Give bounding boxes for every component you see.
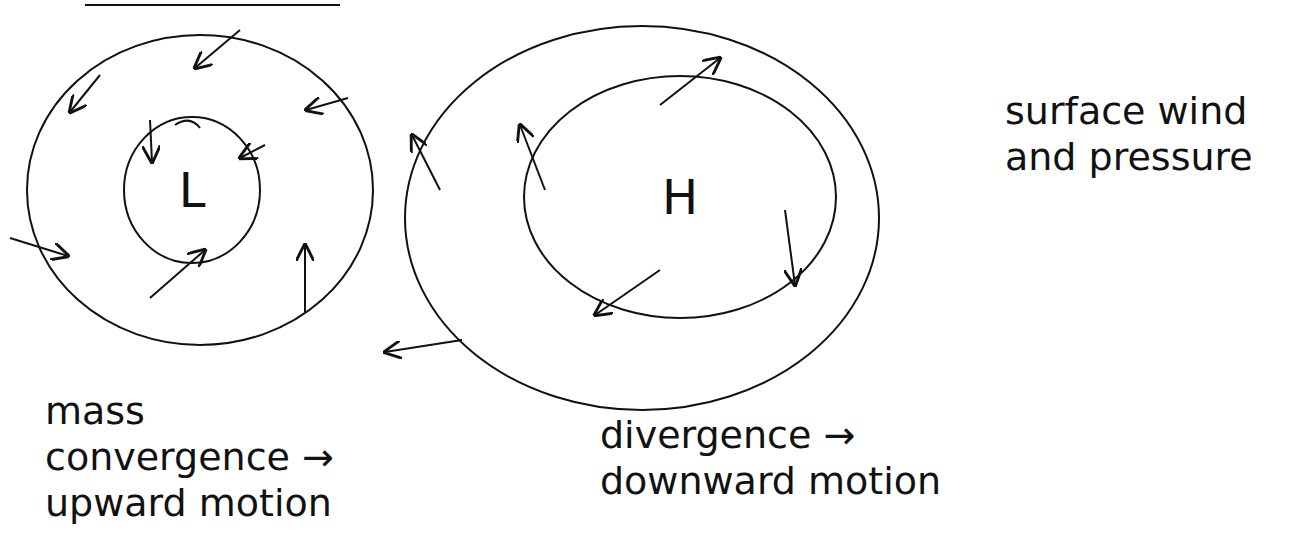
wind-arrow: [150, 250, 205, 298]
wind-arrow: [595, 270, 660, 315]
wind-arrow: [385, 340, 462, 352]
title-underline: [85, 4, 340, 6]
wind-arrow: [195, 30, 240, 68]
outer-isobar: [405, 26, 879, 410]
wind-arrow: [412, 135, 440, 190]
pressure-center-letter: H: [522, 74, 838, 320]
wind-arrow: [785, 210, 795, 285]
wind-arrow: [304, 245, 306, 312]
process-note: mass convergence → upward motion: [45, 388, 385, 526]
diagram-note: surface wind and pressure: [1005, 88, 1255, 180]
pressure-center-letter: L: [122, 115, 262, 265]
wind-curl: [175, 121, 200, 128]
isobar-center: H: [522, 74, 838, 320]
wind-arrow: [150, 120, 152, 162]
wind-arrow: [306, 98, 348, 110]
wind-arrow: [10, 238, 68, 256]
wind-arrow: [70, 75, 100, 112]
isobar-center: L: [122, 115, 262, 265]
process-note: divergence → downward motion: [600, 412, 1000, 504]
outer-isobar: [27, 35, 373, 345]
wind-arrow: [660, 58, 720, 105]
